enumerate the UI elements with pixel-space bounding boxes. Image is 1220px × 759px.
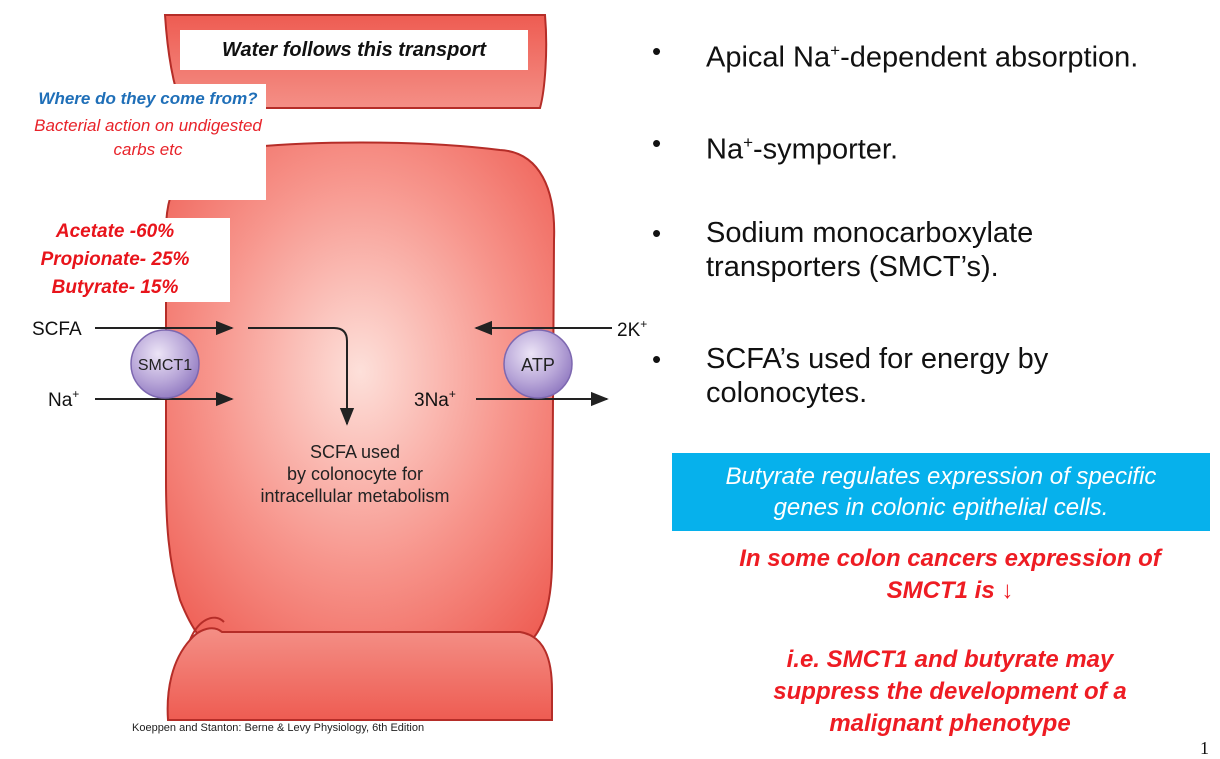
bullet-dot: • xyxy=(652,128,662,158)
na-label: Na+ xyxy=(48,387,79,411)
scfa-butyrate: Butyrate- 15% xyxy=(51,277,179,298)
atp-pump xyxy=(503,329,573,399)
cancer-note: In some colon cancers expression of SMCT… xyxy=(739,545,1161,604)
bullet-smct: •Sodium monocarboxylate transporters (SM… xyxy=(652,217,1034,283)
conclusion-note: i.e. SMCT1 and butyrate may suppress the… xyxy=(773,646,1127,737)
figure-citation: Koeppen and Stanton: Berne & Levy Physio… xyxy=(132,722,425,734)
butyrate-highlight-text: Butyrate regulates expression of specifi… xyxy=(725,463,1157,521)
scfa-composition-list: Acetate -60% Propionate- 25% Butyrate- 1… xyxy=(0,218,230,302)
lower-cell xyxy=(166,627,553,721)
smct1-transporter xyxy=(130,329,200,399)
bullet-na-symporter: •Na+-symporter. xyxy=(652,128,899,166)
scfa-intracellular-arrow xyxy=(248,327,355,426)
smct1-label: SMCT1 xyxy=(138,357,192,374)
scfa-origin-box: Where do they come from? Bacterial actio… xyxy=(30,84,266,200)
origin-answer: Bacterial action on undigested carbs etc xyxy=(34,116,262,159)
water-follows-caption: Water follows this transport xyxy=(180,30,528,70)
scfa-used-line3: intracellular metabolism xyxy=(260,486,449,506)
scfa-used-line2: by colonocyte for xyxy=(287,464,423,484)
bullet-dot: • xyxy=(652,36,662,66)
origin-question: Where do they come from? xyxy=(38,89,258,108)
scfa-label: SCFA xyxy=(32,319,82,340)
atp-label: ATP xyxy=(521,355,555,375)
scfa-propionate: Propionate- 25% xyxy=(40,249,190,270)
tight-junction xyxy=(189,616,225,641)
scfa-used-line1: SCFA used xyxy=(310,442,400,462)
butyrate-highlight-box: Butyrate regulates expression of specifi… xyxy=(672,453,1210,531)
bullet-energy: •SCFA’s used for energy by colonocytes. xyxy=(652,343,1049,409)
bullet-apical-absorption: •Apical Na+-dependent absorption. xyxy=(652,36,1139,74)
na-out-label: 3Na+ xyxy=(414,387,456,411)
bullet-dot: • xyxy=(652,344,662,374)
scfa-acetate: Acetate -60% xyxy=(55,221,175,242)
page-number: 1 xyxy=(1200,738,1209,758)
bullet-dot: • xyxy=(652,218,662,248)
k-label: 2K+ xyxy=(617,317,647,341)
